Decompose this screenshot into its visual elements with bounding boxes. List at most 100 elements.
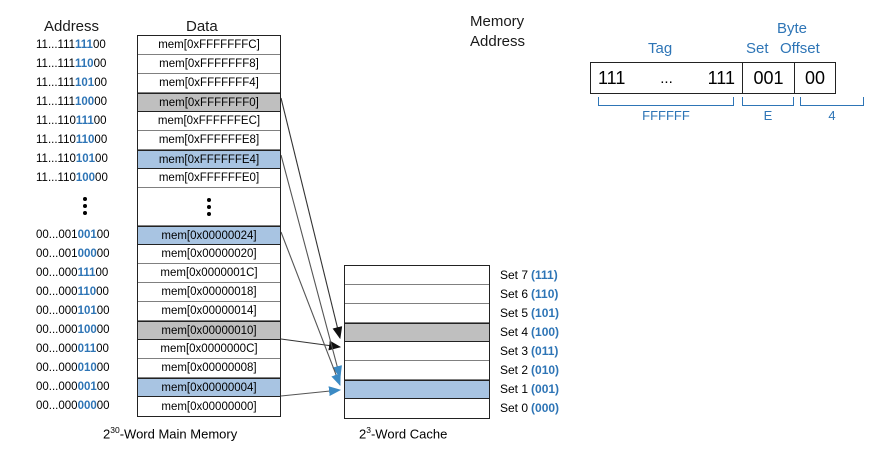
address-set-bits-highlight: 000 bbox=[77, 399, 97, 412]
address-bits: 00...00001000 bbox=[36, 361, 110, 374]
memory-address-label: 00...00011100 bbox=[36, 263, 134, 282]
main-memory-table: mem[0xFFFFFFFC]mem[0xFFFFFFF8]mem[0xFFFF… bbox=[137, 35, 281, 417]
address-bits: 11...11011100 bbox=[36, 114, 107, 127]
address-set-bits-highlight: 001 bbox=[77, 380, 97, 393]
cache-set-name: Set 7 bbox=[500, 267, 529, 282]
cache-set-label: Set 4(100) bbox=[500, 322, 610, 341]
address-set-bits-highlight: 110 bbox=[77, 285, 97, 298]
memory-address-label: 00...00010000 bbox=[36, 320, 134, 339]
cache-line bbox=[345, 323, 489, 342]
cache-set-bits: (000) bbox=[531, 400, 560, 415]
address-bits-box: 111 ... 111 001 00 bbox=[590, 62, 836, 94]
cache-set-name: Set 5 bbox=[500, 305, 529, 320]
address-set-bits-highlight: 111 bbox=[75, 38, 93, 51]
memory-data-cell: mem[0x0000001C] bbox=[138, 264, 280, 283]
cache-set-name: Set 0 bbox=[500, 400, 529, 415]
address-set-bits-highlight: 101 bbox=[77, 304, 97, 317]
set-field-label: Set bbox=[746, 40, 769, 57]
memory-address-label: 11...11011000 bbox=[36, 130, 134, 149]
cache-set-label: Set 7(111) bbox=[500, 265, 610, 284]
memory-address-label: 11...11010000 bbox=[36, 168, 134, 187]
cache-set-name: Set 3 bbox=[500, 343, 529, 358]
cache-set-label: Set 6(110) bbox=[500, 284, 610, 303]
address-offset-bits: 00 bbox=[804, 67, 826, 88]
set-brace bbox=[742, 97, 794, 106]
memory-data-cell: mem[0xFFFFFFFC] bbox=[138, 36, 280, 55]
cache-set-name: Set 6 bbox=[500, 286, 529, 301]
cache-line bbox=[345, 399, 489, 418]
address-tag-bits: 111 ... 111 bbox=[591, 63, 743, 93]
address-bits: 00...00010000 bbox=[36, 323, 110, 336]
address-set-bits-highlight: 100 bbox=[77, 323, 97, 336]
memory-data-cell: mem[0x00000020] bbox=[138, 245, 280, 264]
cache-line bbox=[345, 266, 489, 285]
address-bits: 00...00100100 bbox=[36, 228, 110, 241]
cache-set-label: Set 2(010) bbox=[500, 360, 610, 379]
memory-address-label: 11...11010100 bbox=[36, 149, 134, 168]
address-set-bits-highlight: 001 bbox=[77, 228, 97, 241]
memory-data-cell: mem[0x00000008] bbox=[138, 359, 280, 378]
cache-set-bits: (010) bbox=[531, 362, 560, 377]
address-set-bits-highlight: 110 bbox=[75, 133, 95, 146]
memory-data-column-header: Data bbox=[186, 18, 218, 35]
address-set-bits: 001 bbox=[743, 63, 795, 93]
memory-data-cell: mem[0x00000014] bbox=[138, 302, 280, 321]
cache-set-bits: (100) bbox=[531, 324, 560, 339]
memory-data-cell: mem[0xFFFFFFF4] bbox=[138, 74, 280, 93]
address-set-bits-highlight: 011 bbox=[77, 342, 97, 355]
address-bits: 00...00010100 bbox=[36, 304, 110, 317]
address-bits: 00...00000100 bbox=[36, 380, 110, 393]
offset-field-label: Offset bbox=[780, 40, 820, 57]
memory-data-cell: mem[0xFFFFFFF0] bbox=[138, 93, 280, 112]
address-set-bits-highlight: 111 bbox=[77, 266, 96, 279]
address-tag-ellipsis: ... bbox=[660, 69, 673, 87]
memory-address-label: 11...11011100 bbox=[36, 111, 134, 130]
byte-field-label: Byte bbox=[777, 20, 808, 37]
cache-set-bits: (001) bbox=[531, 381, 560, 396]
tag-hex-label: FFFFFF bbox=[642, 108, 690, 123]
cache-line bbox=[345, 285, 489, 304]
cache-set-bits: (110) bbox=[531, 286, 559, 301]
memory-address-diagram-label: Memory Address bbox=[470, 12, 870, 52]
address-set-bits-highlight: 110 bbox=[75, 57, 94, 70]
offset-hex-label: 4 bbox=[828, 108, 836, 123]
address-set-bits-highlight: 000 bbox=[77, 247, 97, 260]
memory-data-cell: mem[0xFFFFFFE8] bbox=[138, 131, 280, 150]
memory-data-cell: mem[0x00000010] bbox=[138, 321, 280, 340]
cache-set-label: Set 3(011) bbox=[500, 341, 610, 360]
address-set-bits-highlight: 101 bbox=[75, 152, 96, 165]
address-bits: 00...00011100 bbox=[36, 266, 109, 279]
memory-address-label: 00...00100100 bbox=[36, 225, 134, 244]
memory-data-cell: mem[0x00000000] bbox=[138, 397, 280, 416]
cache-caption-exponent: 3 bbox=[366, 425, 371, 435]
address-set-bits-highlight: 111 bbox=[75, 114, 94, 127]
cache-line bbox=[345, 361, 489, 380]
tag-field-label: Tag bbox=[648, 40, 673, 57]
memory-address-label: 00...00001100 bbox=[36, 339, 134, 358]
address-ellipsis bbox=[36, 187, 134, 225]
cache-table bbox=[344, 265, 490, 419]
main-memory-caption-base: 2 bbox=[103, 426, 111, 442]
cache-set-name: Set 4 bbox=[500, 324, 529, 339]
memory-data-cell: mem[0x0000000C] bbox=[138, 340, 280, 359]
memory-data-ellipsis bbox=[138, 188, 280, 226]
address-set-bits-highlight: 010 bbox=[77, 361, 97, 374]
address-bits: 11...11010100 bbox=[36, 152, 108, 165]
cache-set-bits: (011) bbox=[531, 343, 559, 358]
vertical-ellipsis bbox=[83, 197, 87, 215]
memory-address-label: 00...00100000 bbox=[36, 244, 134, 263]
cache-set-label: Set 5(101) bbox=[500, 303, 610, 322]
cache-caption-base: 2 bbox=[359, 426, 367, 442]
address-bits: 11...11111100 bbox=[36, 38, 106, 51]
cache-line bbox=[345, 304, 489, 323]
address-bits: 00...00100000 bbox=[36, 247, 110, 260]
address-bits: 11...11010000 bbox=[36, 171, 108, 184]
memory-address-breakdown: Memory Address Tag Set Byte Offset 111 .… bbox=[470, 12, 870, 142]
cache-set-bits: (111) bbox=[531, 267, 558, 282]
address-bits: 11...11111000 bbox=[36, 57, 107, 70]
cache-set-name: Set 2 bbox=[500, 362, 529, 377]
offset-brace bbox=[800, 97, 864, 106]
address-bits: 00...00011000 bbox=[36, 285, 109, 298]
tag-brace bbox=[598, 97, 734, 106]
cache-set-bits: (101) bbox=[531, 305, 560, 320]
